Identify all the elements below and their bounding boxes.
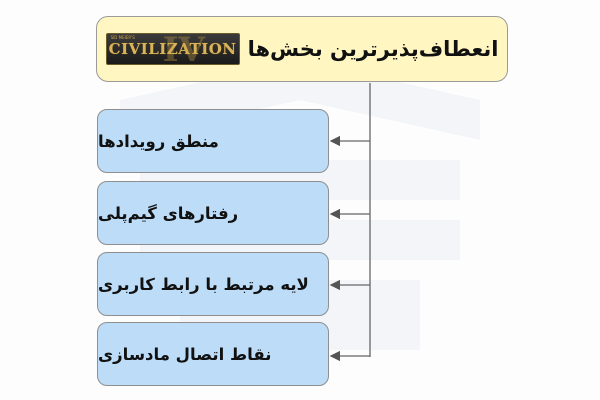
item-label: رفتارهای گیم‌پلی: [98, 203, 239, 223]
civilization-logo: SID MEIER'S IV CIVILIZATION: [105, 33, 240, 65]
diagram-title: انعطاف‌پذیرترین بخش‌ها: [247, 37, 499, 61]
title-box: انعطاف‌پذیرترین بخش‌ها SID MEIER'S IV CI…: [96, 16, 508, 82]
item-box-modding-hooks: نقاط اتصال مادسازی: [97, 322, 329, 386]
item-box-gameplay-behaviors: رفتارهای گیم‌پلی: [97, 181, 329, 245]
item-label: منطق رویدادها: [98, 131, 219, 151]
item-box-ui-layer: لایه مرتبط با رابط کاربری: [97, 252, 329, 316]
item-label: لایه مرتبط با رابط کاربری: [98, 274, 309, 294]
item-box-event-logic: منطق رویدادها: [97, 109, 329, 173]
item-label: نقاط اتصال مادسازی: [98, 344, 272, 364]
